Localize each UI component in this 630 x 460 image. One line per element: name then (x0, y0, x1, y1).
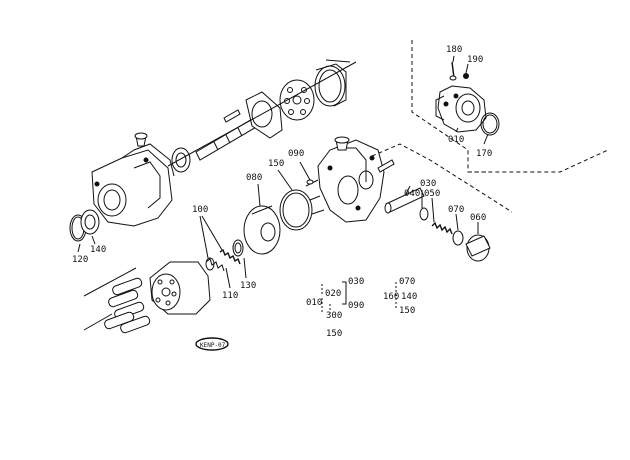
callout-070: 070 (448, 205, 464, 215)
callout-100: 100 (192, 205, 208, 215)
legend-020: 020 (325, 289, 341, 299)
stamp-text: KENP-07 (200, 342, 226, 349)
piston-block (83, 261, 211, 334)
legend-300: 300 (326, 311, 342, 321)
reference-stamp (195, 337, 229, 351)
gasket (277, 169, 313, 231)
legend-160: 160 (383, 292, 399, 302)
legend-030: 030 (348, 277, 364, 287)
callout-140: 140 (90, 245, 106, 255)
callout-130: 130 (240, 281, 256, 291)
legend-070: 070 (399, 277, 415, 287)
legend-010: 010 (306, 298, 322, 308)
callout-190: 190 (467, 55, 483, 65)
legend-150-g2: 150 (399, 306, 415, 316)
callout-170: 170 (476, 149, 492, 159)
callout-080: 080 (246, 173, 262, 183)
callout-150: 150 (268, 159, 284, 169)
callout-060: 060 (470, 213, 486, 223)
legend-140: 140 (401, 292, 417, 302)
callout-120: 120 (72, 255, 88, 265)
callout-180: 180 (446, 45, 462, 55)
callout-010-inset: 010 (448, 135, 464, 145)
legend-150-g1: 150 (326, 329, 342, 339)
front-cover-housing (299, 136, 395, 223)
shaft-assembly (195, 59, 351, 161)
springs (199, 215, 247, 289)
inset-assembly-view (411, 40, 609, 173)
callout-030: 030 (420, 179, 436, 189)
callout-050: 050 (424, 189, 440, 199)
rear-housing (91, 132, 191, 227)
relief-valve-parts (371, 143, 513, 262)
callout-110: 110 (222, 291, 238, 301)
leader-shaft-axis (167, 61, 357, 167)
seal-rings (69, 209, 100, 253)
callout-040: 040 (404, 189, 420, 199)
valve-plate (243, 183, 281, 255)
callout-090: 090 (288, 149, 304, 159)
kit-legend (321, 281, 397, 316)
legend-090: 090 (348, 301, 364, 311)
